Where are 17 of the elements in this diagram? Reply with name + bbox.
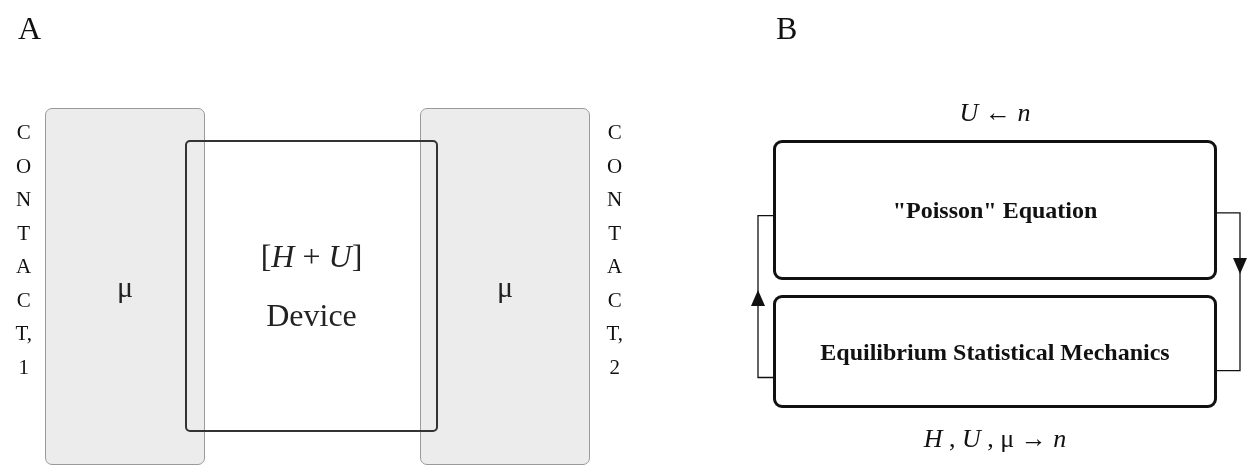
panel-label: B — [776, 10, 798, 47]
panel-label: A — [18, 10, 42, 47]
contact-label: CONTACT, 1 — [14, 119, 33, 381]
symbol-label: μ — [116, 269, 134, 304]
process-box — [773, 295, 1217, 408]
contact-region — [420, 108, 590, 465]
device-label: Device — [266, 297, 357, 334]
equation-label: U ← n — [958, 98, 1032, 128]
device-box — [185, 140, 438, 432]
device-label: [H + U] — [260, 238, 363, 275]
equation-label: H , U , μ → n — [922, 424, 1068, 454]
contact-region — [45, 108, 205, 465]
process-box — [773, 140, 1217, 280]
contact-label: CONTACT, 2 — [605, 119, 624, 381]
box-text: "Poisson" Equation — [892, 196, 1098, 225]
box-text: Equilibrium Statistical Mechanics — [820, 337, 1170, 367]
symbol-label: μ — [496, 269, 514, 304]
